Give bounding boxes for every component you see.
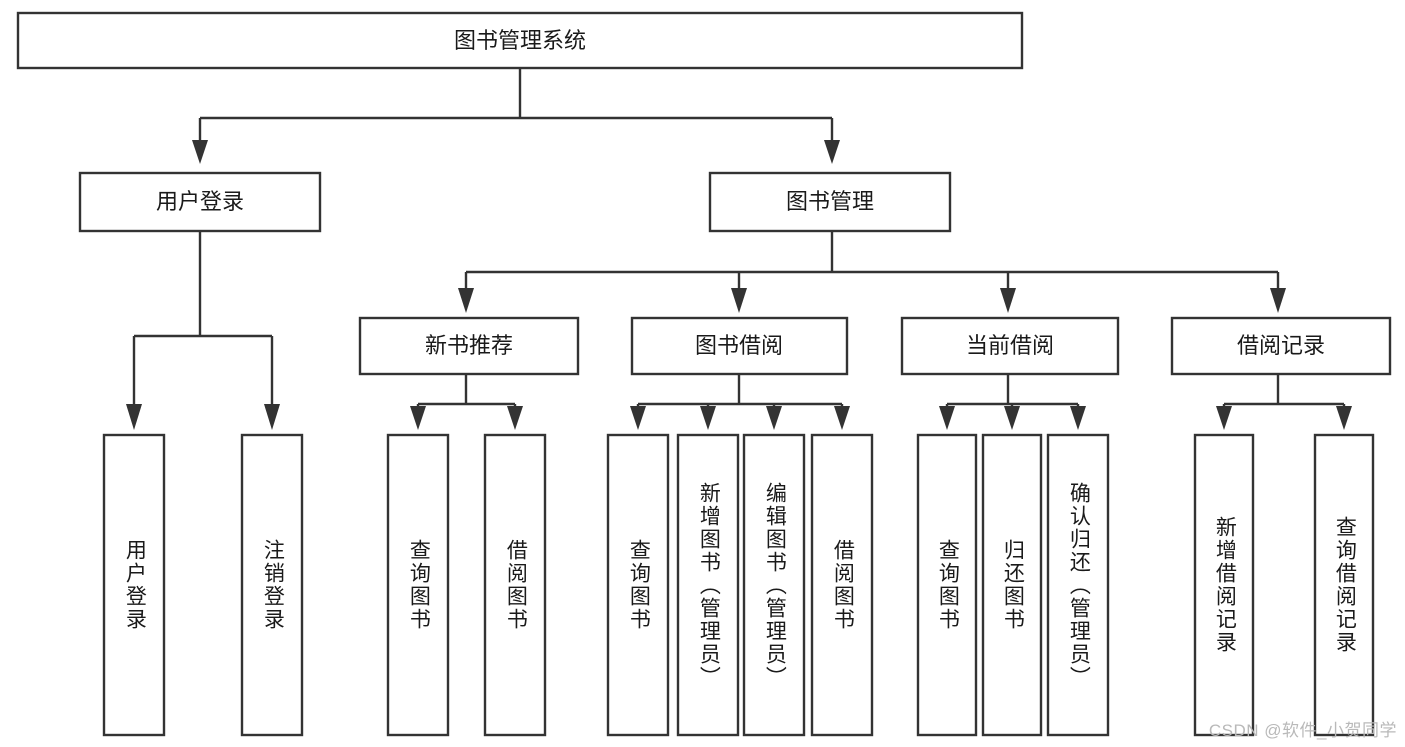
leaf-return-book-box[interactable]: [981, 433, 1043, 737]
node-borrow-record[interactable]: 借阅记录: [1170, 316, 1392, 376]
connectors-borrow-record-to-leaves: [1216, 374, 1352, 430]
node-current-borrow[interactable]: 当前借阅: [900, 316, 1120, 376]
arrow-head-leaf-logout: [264, 404, 280, 430]
leaf-borrow-book-1-box[interactable]: [483, 433, 547, 737]
connectors-book-manage-to-level3: [458, 231, 1286, 313]
node-user-login-label: 用户登录: [156, 189, 244, 214]
arrow-head-leaf-return-book: [1004, 406, 1020, 430]
connectors-current-borrow-to-leaves: [939, 374, 1086, 430]
arrow-head-borrow-record: [1270, 288, 1286, 313]
node-new-book-recommend-box[interactable]: [358, 316, 580, 376]
node-root-label: 图书管理系统: [454, 28, 586, 53]
arrow-head-leaf-add-record: [1216, 406, 1232, 430]
node-book-borrow-label: 图书借阅: [695, 333, 783, 358]
node-user-login-box[interactable]: [78, 171, 322, 233]
arrow-head-leaf-query-book-2: [630, 406, 646, 430]
node-book-manage-box[interactable]: [708, 171, 952, 233]
arrow-head-leaf-query-book-1: [410, 406, 426, 430]
arrow-head-book-borrow: [731, 288, 747, 313]
node-new-book-recommend[interactable]: 新书推荐: [358, 316, 580, 376]
leaf-query-book-3-box[interactable]: [916, 433, 978, 737]
node-book-manage[interactable]: 图书管理: [708, 171, 952, 233]
leaf-borrow-book-2-box[interactable]: [810, 433, 874, 737]
connectors-book-borrow-to-leaves: [630, 374, 850, 430]
node-current-borrow-box[interactable]: [900, 316, 1120, 376]
arrow-head-book-manage: [824, 140, 840, 164]
node-new-book-recommend-label: 新书推荐: [425, 333, 513, 358]
csdn-watermark: CSDN @软件_小贺同学: [1208, 721, 1397, 740]
node-book-borrow[interactable]: 图书借阅: [630, 316, 849, 376]
arrow-head-user-login: [192, 140, 208, 164]
arrow-head-leaf-borrow-book-2: [834, 406, 850, 430]
leaf-edit-book-box[interactable]: [742, 433, 806, 737]
arrow-head-current-borrow: [1000, 288, 1016, 313]
arrow-head-leaf-add-book: [700, 406, 716, 430]
leaf-user-login-box[interactable]: [102, 433, 166, 737]
node-root[interactable]: 图书管理系统: [16, 11, 1024, 70]
arrow-head-leaf-edit-book: [766, 406, 782, 430]
leaf-confirm-return-box[interactable]: [1046, 433, 1110, 737]
node-user-login[interactable]: 用户登录: [78, 171, 322, 233]
leaf-add-record-box[interactable]: [1193, 433, 1255, 737]
arrow-head-leaf-confirm-return: [1070, 406, 1086, 430]
leaf-add-book-box[interactable]: [676, 433, 740, 737]
leaf-query-book-2-box[interactable]: [606, 433, 670, 737]
node-borrow-record-box[interactable]: [1170, 316, 1392, 376]
arrow-head-leaf-query-book-3: [939, 406, 955, 430]
arrow-head-new-book-recommend: [458, 288, 474, 313]
arrow-head-leaf-borrow-book-1: [507, 406, 523, 430]
arrow-head-leaf-query-record: [1336, 406, 1352, 430]
leaf-boxes: [102, 433, 1375, 737]
leaf-query-book-1-box[interactable]: [386, 433, 450, 737]
connectors-new-book-recommend-to-leaves: [410, 374, 523, 430]
connectors-root-to-level2: [192, 68, 840, 164]
leaf-query-record-box[interactable]: [1313, 433, 1375, 737]
leaf-logout-box[interactable]: [240, 433, 304, 737]
node-book-borrow-box[interactable]: [630, 316, 849, 376]
node-root-box[interactable]: [16, 11, 1024, 70]
connectors-user-login-to-leaves: [126, 231, 280, 430]
node-book-manage-label: 图书管理: [786, 189, 874, 214]
node-current-borrow-label: 当前借阅: [966, 333, 1054, 358]
node-borrow-record-label: 借阅记录: [1237, 333, 1325, 358]
arrow-head-leaf-user-login: [126, 404, 142, 430]
